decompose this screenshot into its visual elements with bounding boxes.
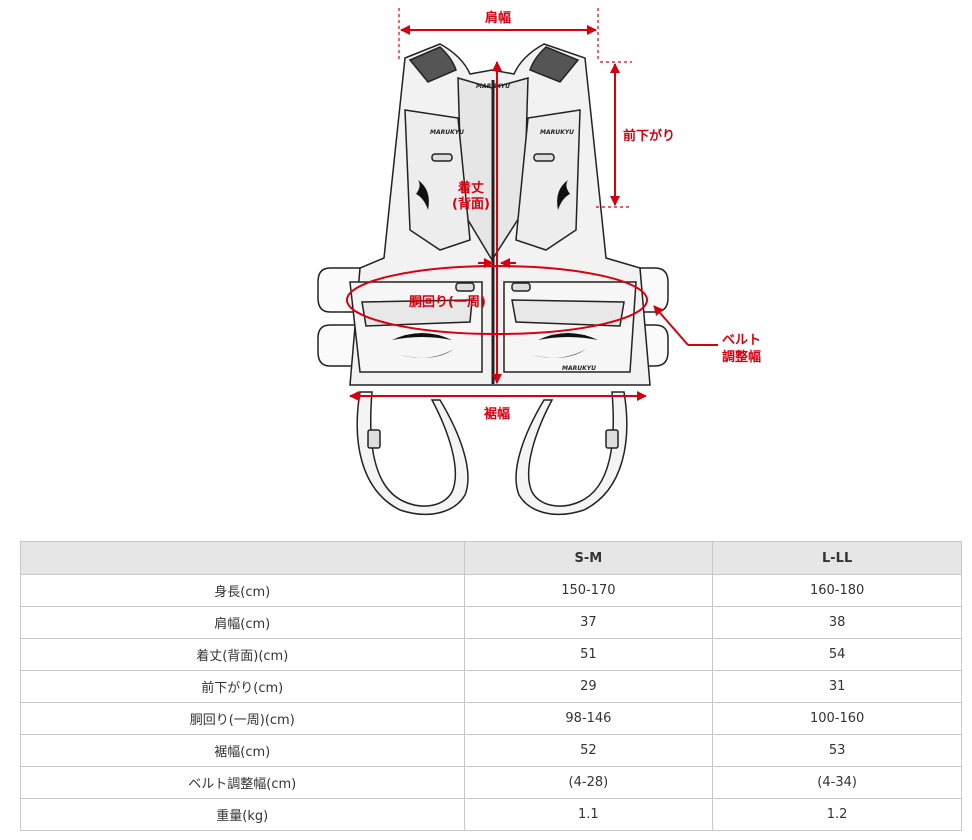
measurement-lines xyxy=(346,8,718,401)
row-label: 身長(cm) xyxy=(20,574,465,607)
value-l-ll: 38 xyxy=(712,606,962,639)
label-hem-width: 裾幅 xyxy=(484,406,510,422)
value-s-m: 1.1 xyxy=(463,798,714,831)
header-cell-s-m: S-M xyxy=(463,541,714,575)
logo-chest-left: MARUKYU xyxy=(430,129,464,136)
row-label: 重量(kg) xyxy=(20,798,465,831)
row-label: ベルト調整幅(cm) xyxy=(20,766,465,799)
value-s-m: (4-28) xyxy=(463,766,714,799)
row-label: 肩幅(cm) xyxy=(20,606,465,639)
value-l-ll: 53 xyxy=(712,734,962,767)
table-header-row: S-M L-LL xyxy=(20,541,962,575)
logo-chest-right: MARUKYU xyxy=(540,129,574,136)
table-row: ベルト調整幅(cm) (4-28) (4-34) xyxy=(20,766,962,799)
label-length-line2: (背面) xyxy=(452,196,490,212)
table-row: 重量(kg) 1.1 1.2 xyxy=(20,798,962,831)
size-table: S-M L-LL 身長(cm) 150-170 160-180 肩幅(cm) 3… xyxy=(20,541,962,831)
row-label: 胴回り(一周)(cm) xyxy=(20,702,465,735)
value-s-m: 98-146 xyxy=(463,702,714,735)
label-length-line1: 着丈 xyxy=(457,180,484,196)
label-shoulder-width: 肩幅 xyxy=(485,10,511,26)
table-row: 肩幅(cm) 37 38 xyxy=(20,606,962,639)
value-l-ll: 100-160 xyxy=(712,702,962,735)
value-l-ll: 31 xyxy=(712,670,962,703)
tribal-decoration xyxy=(392,180,598,358)
label-belt-line2: 調整幅 xyxy=(722,349,761,365)
value-l-ll: 1.2 xyxy=(712,798,962,831)
value-l-ll: (4-34) xyxy=(712,766,962,799)
value-s-m: 52 xyxy=(463,734,714,767)
value-s-m: 37 xyxy=(463,606,714,639)
table-row: 裾幅(cm) 52 53 xyxy=(20,734,962,767)
vest-size-diagram: MARUKYU MARUKYU MARUKYU MARUKYU 肩幅 前下がり … xyxy=(317,8,761,516)
row-label: 裾幅(cm) xyxy=(20,734,465,767)
table-row: 身長(cm) 150-170 160-180 xyxy=(20,574,962,607)
value-s-m: 29 xyxy=(463,670,714,703)
value-l-ll: 160-180 xyxy=(712,574,962,607)
logo-pocket: MARUKYU xyxy=(562,365,596,372)
header-cell-l-ll: L-LL xyxy=(712,541,962,575)
label-front-drop: 前下がり xyxy=(623,128,675,144)
label-belt-line1: ベルト xyxy=(722,333,761,348)
table-row: 前下がり(cm) 29 31 xyxy=(20,670,962,703)
logo-back: MARUKYU xyxy=(476,83,510,90)
row-label: 前下がり(cm) xyxy=(20,670,465,703)
row-label: 着丈(背面)(cm) xyxy=(20,638,465,671)
header-cell-blank xyxy=(20,541,465,575)
value-s-m: 150-170 xyxy=(463,574,714,607)
table-row: 着丈(背面)(cm) 51 54 xyxy=(20,638,962,671)
table-row: 胴回り(一周)(cm) 98-146 100-160 xyxy=(20,702,962,735)
value-s-m: 51 xyxy=(463,638,714,671)
label-waist: 胴回り(一周) xyxy=(409,295,486,310)
value-l-ll: 54 xyxy=(712,638,962,671)
